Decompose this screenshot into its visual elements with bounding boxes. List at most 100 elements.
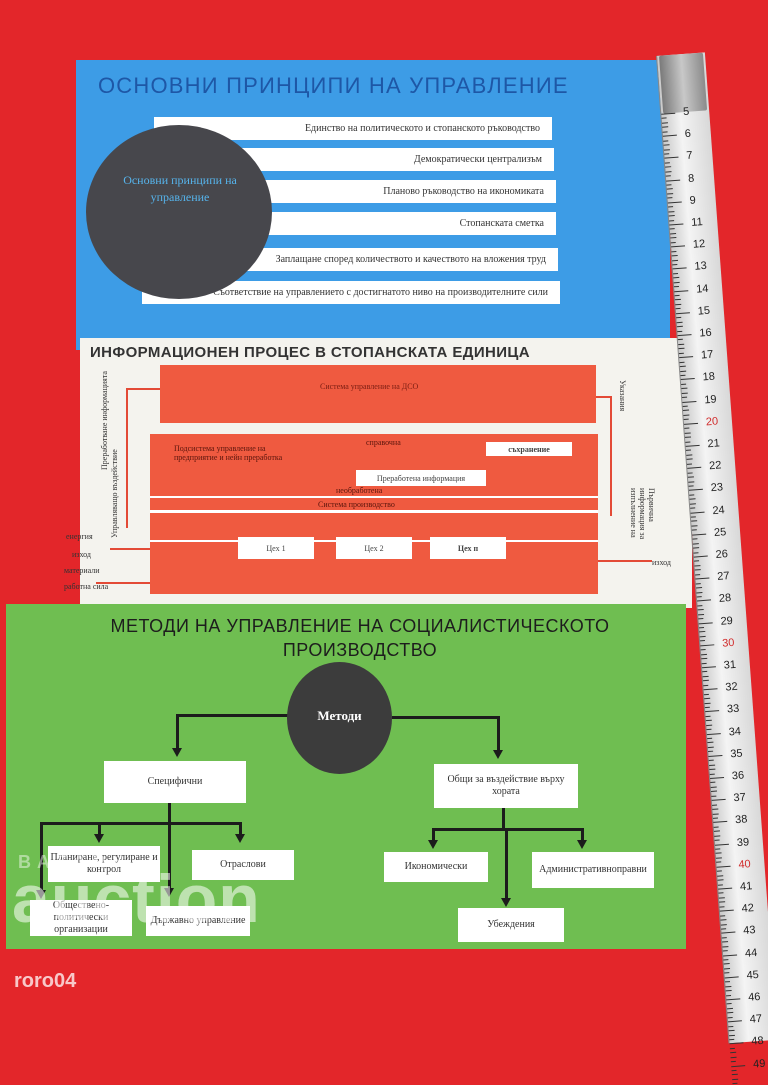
ruler-tick	[673, 286, 679, 288]
ruler-tick	[710, 790, 718, 793]
ruler-tick	[696, 591, 703, 593]
arrow-down-icon	[493, 750, 503, 759]
input-label: изход	[72, 550, 91, 559]
ruler-number: 30	[721, 636, 735, 650]
ruler-tick	[664, 162, 670, 164]
general-methods-box: Общи за въздействие върху хората	[434, 764, 578, 808]
ruler-tick	[675, 303, 682, 306]
ruler-tick	[704, 702, 711, 704]
processed-info-box: Преработена информация	[356, 470, 486, 486]
ruler-tick	[672, 267, 687, 270]
ruler-tick	[670, 232, 677, 235]
ruler-tick	[721, 928, 727, 930]
watermark-site: BAZAR	[18, 852, 111, 872]
ruler-tick	[730, 1061, 736, 1063]
ruler-number: 14	[695, 282, 709, 296]
ruler-tick	[728, 1034, 735, 1036]
ruler-tick	[689, 494, 695, 496]
ruler-tick	[661, 122, 668, 124]
ruler-number: 27	[716, 570, 730, 584]
arrow-down-icon	[164, 888, 174, 897]
connector-line	[168, 822, 171, 890]
ruler-tick	[714, 843, 729, 846]
ruler-tick	[731, 1064, 746, 1067]
ruler-tick	[709, 764, 716, 766]
ruler-number: 33	[726, 703, 740, 716]
ruler-tick	[722, 941, 729, 943]
ruler-tick	[732, 1083, 738, 1085]
ruler-tick	[670, 237, 677, 239]
connector-line	[239, 822, 242, 836]
ruler-tick	[677, 330, 683, 332]
ruler-number: 23	[710, 481, 724, 495]
ruler-tick	[663, 139, 669, 142]
ruler-tick	[680, 370, 687, 372]
ruler-tick	[729, 1042, 744, 1045]
ruler-tick	[685, 441, 691, 443]
methods-circle-label: Методи	[317, 708, 362, 723]
ruler-tick	[701, 657, 708, 660]
ruler-tick	[703, 684, 709, 686]
ruler-number: 41	[739, 880, 753, 894]
ruler-tick	[698, 618, 704, 620]
right-vertical-label: Първична информация за изпълнение на	[629, 488, 656, 540]
ruler-tick	[711, 795, 717, 797]
principle-row: Съответствие на управлението с достигнат…	[142, 281, 560, 304]
ruler-tick	[705, 715, 711, 717]
ruler-tick	[731, 1074, 738, 1076]
ruler-tick	[688, 480, 695, 483]
ruler-tick	[693, 555, 708, 558]
ruler-tick	[707, 746, 714, 748]
ruler-tick	[667, 197, 673, 199]
ruler-tick	[682, 405, 688, 408]
ruler-tick	[684, 432, 691, 434]
ruler-tick	[699, 640, 706, 642]
ruler-tick	[730, 1056, 737, 1058]
ruler-tick	[715, 852, 722, 855]
ruler-tick	[661, 117, 667, 120]
ruler-number: 39	[736, 835, 750, 849]
ruler-number: 44	[744, 946, 758, 960]
ruler-tick	[718, 897, 725, 899]
principles-circle	[86, 125, 272, 299]
ruler-number: 26	[715, 548, 729, 561]
arrow-down-icon	[577, 840, 587, 849]
ruler-tick	[679, 356, 694, 359]
ruler-tick	[731, 1069, 737, 1072]
input-label: материали	[64, 566, 100, 575]
ruler-tick	[679, 361, 685, 363]
ruler-tick	[684, 427, 690, 430]
ruler-tick	[708, 751, 714, 753]
ruler-tick	[700, 649, 706, 651]
administrative-box: Административноправни	[532, 852, 654, 888]
ruler-tick	[686, 463, 692, 465]
ruler-tick	[718, 887, 733, 890]
principle-row: Единство на политическото и стопанското …	[154, 117, 552, 140]
ruler-tick	[668, 210, 675, 213]
workshop-1-box: Цех 1	[238, 537, 314, 559]
ruler-number: 48	[751, 1035, 765, 1049]
ruler-tick	[707, 737, 713, 740]
ruler-number: 38	[734, 813, 748, 827]
ruler-tick	[720, 914, 726, 917]
ruler-tick	[697, 613, 705, 616]
watermark-user: roro04	[14, 970, 77, 992]
ruler-tick	[675, 308, 681, 310]
ruler-tick	[697, 609, 704, 611]
enterprise-block	[150, 434, 598, 594]
input-line	[96, 582, 150, 584]
ruler-tick	[724, 976, 739, 979]
ruler-tick	[671, 255, 678, 257]
ruler-tick	[663, 148, 670, 151]
ruler-tick	[676, 325, 683, 328]
ruler-tick	[669, 223, 684, 226]
ruler-number: 37	[733, 791, 747, 805]
ruler-tick	[669, 228, 675, 230]
ruler-tick	[722, 950, 728, 952]
ruler-tick	[683, 410, 690, 412]
connector-line	[497, 716, 500, 752]
input-label: енергия	[66, 532, 93, 541]
ruler-number: 42	[741, 902, 755, 916]
ruler-tick	[691, 525, 698, 527]
ruler-tick	[728, 1029, 735, 1032]
